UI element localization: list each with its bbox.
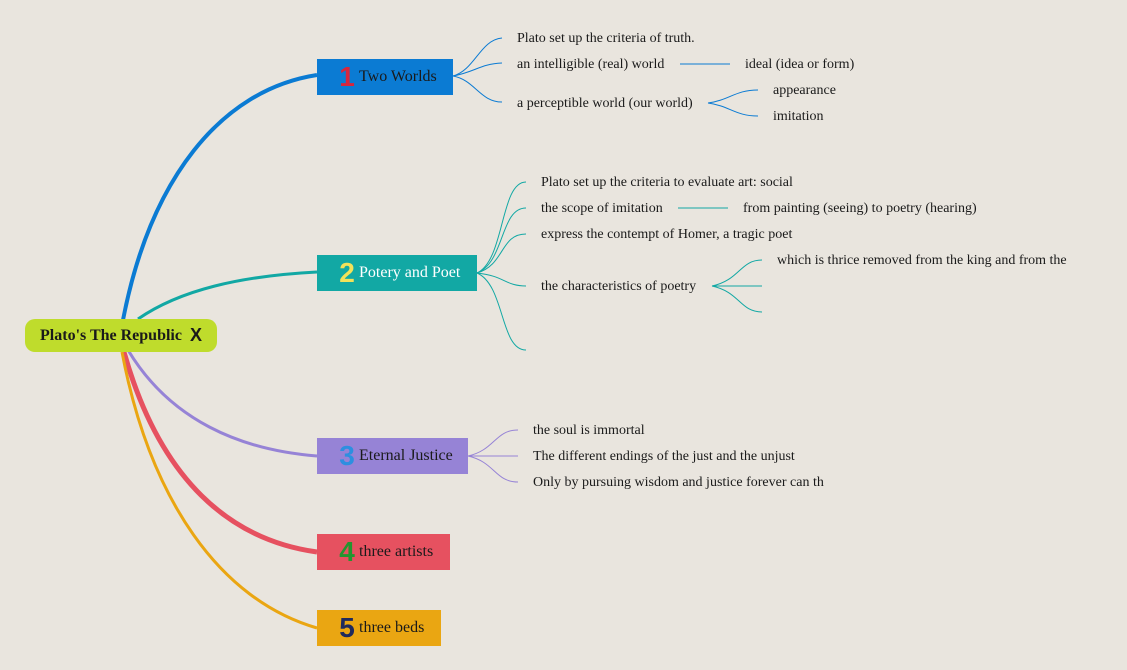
subtopic-item[interactable]: the characteristics of poetry [541, 279, 697, 294]
link-root-topic1 [121, 73, 318, 321]
topic-two-worlds[interactable]: 1 Two Worlds [317, 59, 453, 95]
root-marker-icon: X [189, 325, 202, 345]
subtopic-item[interactable]: Plato set up the criteria to evaluate ar… [541, 175, 793, 190]
link-root-topic4 [121, 351, 318, 555]
number-4-icon: 4 [339, 536, 355, 567]
subtopic-item[interactable]: appearance [773, 83, 836, 98]
subtopic-item[interactable]: an intelligible (real) world [517, 57, 665, 72]
subtopic-item[interactable]: which is thrice removed from the king an… [777, 253, 1067, 268]
root-topic[interactable]: Plato's The Republic X [25, 319, 217, 352]
subtopic-item[interactable]: from painting (seeing) to poetry (hearin… [743, 201, 977, 216]
topic1-branches [452, 37, 759, 117]
subtopic-item[interactable]: a perceptible world (our world) [517, 96, 693, 111]
number-2-icon: 2 [339, 257, 355, 288]
subtopic-item[interactable]: express the contempt of Homer, a tragic … [541, 227, 793, 242]
link-root-topic2 [137, 270, 318, 321]
subtopic-item[interactable]: Plato set up the criteria of truth. [517, 31, 695, 46]
topic-eternal-justice[interactable]: 3 Eternal Justice [317, 438, 468, 474]
link-root-topic5 [120, 351, 318, 630]
topic-label: Eternal Justice [359, 447, 453, 464]
subtopic-item[interactable]: the scope of imitation [541, 201, 663, 216]
number-3-icon: 3 [339, 440, 355, 471]
topic-potery-and-poet[interactable]: 2 Potery and Poet [317, 255, 477, 291]
subtopic-item[interactable]: imitation [773, 109, 824, 124]
topic-label: three artists [359, 543, 434, 560]
topic-three-artists[interactable]: 4 three artists [317, 534, 450, 570]
subtopic-item[interactable]: The different endings of the just and th… [533, 449, 795, 464]
topic-label: three beds [359, 619, 425, 636]
subtopic-item[interactable]: Only by pursuing wisdom and justice fore… [533, 475, 824, 490]
topic-label: Potery and Poet [359, 264, 461, 281]
topic-three-beds[interactable]: 5 three beds [317, 610, 441, 646]
root-label: Plato's The Republic [40, 326, 182, 344]
number-5-icon: 5 [339, 612, 355, 643]
link-root-topic3 [126, 349, 318, 458]
number-1-icon: 1 [339, 61, 355, 92]
topic3-branches [467, 429, 519, 483]
topic-label: Two Worlds [359, 68, 437, 85]
subtopic-item[interactable]: ideal (idea or form) [745, 57, 855, 72]
subtopic-item[interactable]: the soul is immortal [533, 423, 645, 438]
topic2-branches [476, 181, 763, 351]
